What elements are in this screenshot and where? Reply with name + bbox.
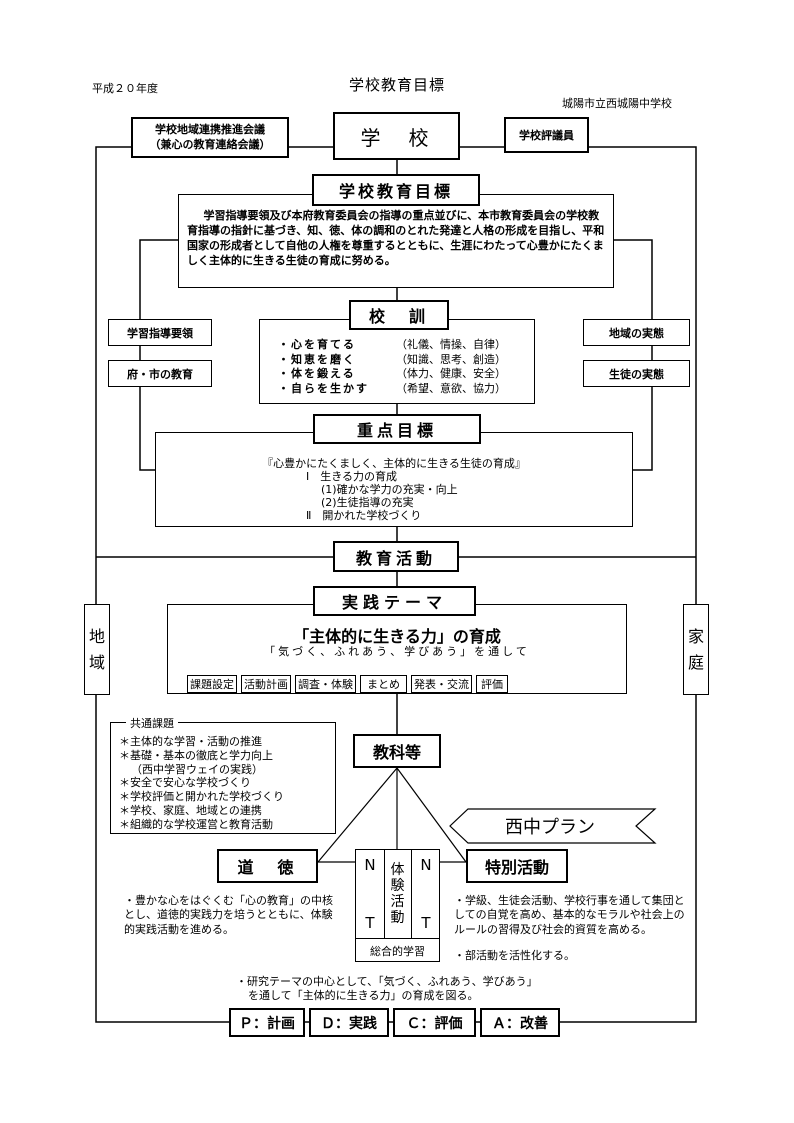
research-line-2: を通して「主体的に生きる力」の育成を図る。 — [248, 989, 479, 1002]
theme-step: 課題設定 — [187, 675, 237, 693]
motto-detail: （知識、思考、創造） — [396, 352, 506, 366]
priority-item-1: Ⅰ 生きる力の育成 — [306, 470, 398, 483]
moral-box: 道 徳 — [217, 849, 318, 883]
nt-right-bottom: T — [421, 914, 431, 932]
education-goal-panel: 学習指導要領及び本府教育委員会の指導の重点並びに、本市教育委員会の学校教育指導の… — [178, 194, 614, 288]
priority-subitem-1: (1)確かな学力の充実・向上 — [321, 483, 458, 496]
moral-text: ・豊かな心をはぐくむ「心の教育」の中核とし、道徳的実践力を培うとともに、体験的実… — [124, 894, 333, 936]
pdca-act: Ａ：改善 — [480, 1008, 560, 1037]
community-council-line1: 学校地域連携推進会議 — [155, 122, 265, 136]
common-issue-item: ＊基礎・基本の徹底と学力向上 — [119, 748, 273, 762]
priority-title: 重点目標 — [313, 414, 481, 444]
side-box-region-state: 地域の実態 — [583, 319, 690, 346]
motto-item: ・自らを生かす — [278, 381, 369, 395]
education-goal-title: 学校教育目標 — [312, 174, 480, 206]
theme-title: 実践テーマ — [313, 586, 476, 616]
motto-panel: ・心を育てる （礼儀、情操、自律） ・知恵を磨く （知識、思考、創造） ・体を鍛える… — [259, 319, 535, 404]
nt-column-right: N T — [411, 850, 440, 938]
motto-detail: （希望、意欲、協力） — [396, 381, 506, 395]
experience-char: 動 — [390, 910, 405, 927]
motto-item: ・体を鍛える — [278, 367, 356, 381]
priority-slogan: 『心豊かにたくましく、主体的に生きる生徒の育成』 — [262, 457, 526, 470]
nt-left-top: N — [364, 856, 376, 874]
family-label: 家庭 — [688, 626, 705, 672]
plan-arrow-icon — [449, 808, 657, 844]
page-title: 学校教育目標 — [348, 76, 445, 94]
priority-subitem-2: (2)生徒指導の充実 — [321, 496, 414, 509]
special-activities-box: 特別活動 — [466, 849, 568, 883]
integrated-study-label: 総合的学習 — [356, 938, 439, 963]
common-issue-item: ＊学校、家庭、地域との連携 — [119, 803, 262, 817]
region-box: 地域 — [84, 604, 110, 695]
nt-column-left: N T — [356, 850, 385, 938]
common-issue-item: ＊学校評価と開かれた学校づくり — [119, 790, 284, 803]
activity-title: 教育活動 — [333, 541, 459, 572]
integrated-study-panel: N T 体 験 活 動 N T 総合的学習 — [355, 849, 440, 962]
nt-left-bottom: T — [365, 914, 375, 932]
common-issues-panel: ＊主体的な学習・活動の推進 ＊基礎・基本の徹底と学力向上 （西中学習ウェイの実践… — [110, 722, 336, 834]
side-box-curriculum: 学習指導要領 — [108, 319, 212, 346]
research-line-1: ・研究テーマの中心として、「気づく、ふれあう、学びあう」 — [236, 975, 538, 988]
priority-panel: 『心豊かにたくましく、主体的に生きる生徒の育成』 Ⅰ 生きる力の育成 (1)確か… — [155, 432, 633, 527]
club-activities-text: ・部活動を活性化する。 — [454, 949, 575, 962]
common-issues-title: 共通課題 — [126, 715, 178, 731]
theme-sub: 「気づく、ふれあう、学びあう」を通して — [264, 645, 530, 658]
theme-step: 評価 — [476, 675, 508, 693]
common-issue-item: ＊組織的な学校運営と教育活動 — [119, 817, 273, 831]
motto-item: ・知恵を磨く — [278, 352, 356, 366]
councilor-box: 学校評議員 — [504, 117, 589, 153]
community-council-line2: （兼心の教育連絡会議） — [149, 137, 271, 151]
school-name: 城陽市立西城陽中学校 — [562, 97, 672, 110]
theme-main: 「主体的に生きる力」の育成 — [293, 627, 501, 646]
experience-char: 験 — [390, 877, 405, 894]
theme-panel: 「主体的に生きる力」の育成 「気づく、ふれあう、学びあう」を通して 課題設定 活… — [167, 604, 627, 694]
pdca-do: Ｄ：実践 — [309, 1008, 389, 1037]
theme-steps: 課題設定 活動計画 調査・体験 まとめ 発表・交流 評価 — [187, 675, 508, 693]
side-box-prefecture: 府・市の教育 — [108, 360, 212, 387]
theme-step: まとめ — [360, 675, 407, 693]
motto-detail: （礼儀、情操、自律） — [396, 338, 506, 351]
experience-activity: 体 験 活 動 — [384, 850, 411, 938]
common-issues-list: ＊主体的な学習・活動の推進 ＊基礎・基本の徹底と学力向上 （西中学習ウェイの実践… — [119, 735, 284, 831]
experience-char: 活 — [390, 894, 405, 910]
motto-item: ・心を育てる — [278, 338, 356, 351]
nt-right-top: N — [420, 856, 432, 874]
subjects-box: 教科等 — [353, 734, 441, 768]
pdca-check: Ｃ：評価 — [393, 1008, 476, 1037]
school-box: 学 校 — [333, 112, 460, 160]
motto-detail: （体力、健康、安全） — [396, 367, 506, 381]
motto-title: 校 訓 — [349, 300, 449, 330]
plan-label: 西中プラン — [505, 817, 595, 838]
year-label: 平成２０年度 — [92, 82, 158, 95]
pdca-plan: Ｐ：計画 — [229, 1008, 305, 1037]
priority-item-2: Ⅱ 開かれた学校づくり — [306, 509, 422, 522]
side-box-student-state: 生徒の実態 — [583, 360, 690, 387]
common-issue-item: （西中学習ウェイの実践） — [131, 762, 263, 776]
theme-step: 調査・体験 — [295, 675, 356, 693]
theme-step: 発表・交流 — [411, 675, 472, 693]
motto-list: ・心を育てる （礼儀、情操、自律） ・知恵を磨く （知識、思考、創造） ・体を鍛える… — [278, 338, 506, 397]
common-issue-item: ＊安全で安心な学校づくり — [119, 776, 251, 790]
special-activities-text: ・学級、生徒会活動、学校行事を通して集団としての自覚を高め、基本的なモラルや社会… — [454, 894, 685, 936]
community-council-box: 学校地域連携推進会議 （兼心の教育連絡会議） — [131, 117, 289, 158]
family-box: 家庭 — [683, 604, 709, 695]
common-issue-item: ＊主体的な学習・活動の推進 — [119, 735, 262, 748]
experience-char: 体 — [390, 861, 405, 878]
region-label: 地域 — [89, 626, 106, 672]
theme-step: 活動計画 — [241, 675, 291, 693]
education-goal-text: 学習指導要領及び本府教育委員会の指導の重点並びに、本市教育委員会の学校教育指導の… — [187, 209, 605, 267]
